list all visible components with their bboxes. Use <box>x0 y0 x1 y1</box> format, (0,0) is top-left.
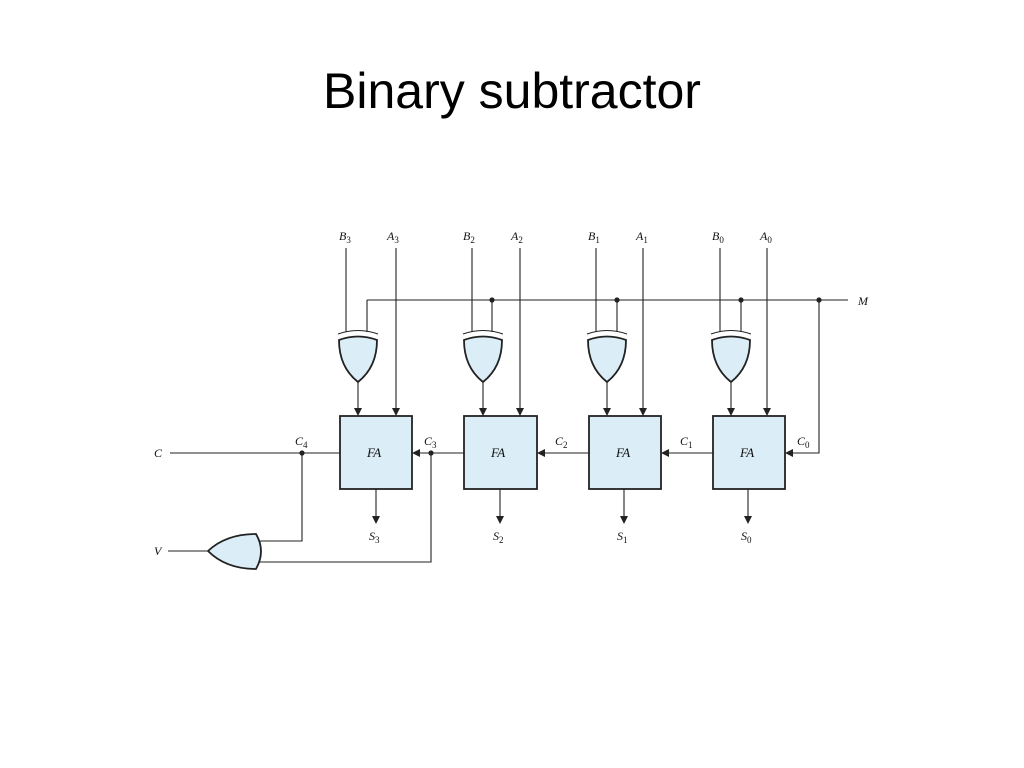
b2-label: B2 <box>463 229 475 245</box>
c0-label: C0 <box>797 434 810 450</box>
fa0-label: FA <box>739 445 754 460</box>
fa1-label: FA <box>615 445 630 460</box>
xor-gate-3 <box>338 335 378 384</box>
arrowhead <box>412 449 420 457</box>
b3-label: B3 <box>339 229 351 245</box>
arrowhead <box>603 408 611 416</box>
a3-label: A3 <box>386 229 399 245</box>
xor-input-curve <box>710 329 752 335</box>
stage-0: B0 A0 FA S0 <box>710 229 786 545</box>
junction-dot <box>614 297 620 303</box>
mode-label: M <box>857 294 869 308</box>
fa2-label: FA <box>490 445 505 460</box>
arrowhead <box>496 516 504 524</box>
overflow-label: V <box>154 544 163 558</box>
arrowhead <box>620 516 628 524</box>
a0-label: A0 <box>759 229 772 245</box>
s2-label: S2 <box>493 529 504 545</box>
b0-label: B0 <box>712 229 724 245</box>
a1-label: A1 <box>635 229 648 245</box>
arrowhead <box>639 408 647 416</box>
b1-label: B1 <box>588 229 600 245</box>
s3-label: S3 <box>369 529 380 545</box>
arrowhead <box>537 449 545 457</box>
fa3-label: FA <box>366 445 381 460</box>
s0-label: S0 <box>741 529 752 545</box>
s1-label: S1 <box>617 529 628 545</box>
c3-to-xor-wire <box>256 453 432 563</box>
overflow-xor-gate <box>206 533 262 570</box>
arrowhead <box>392 408 400 416</box>
arrowhead <box>516 408 524 416</box>
xor-gate-1 <box>587 335 627 384</box>
xor-input-curve <box>337 329 379 335</box>
xor-gate-2 <box>463 335 503 384</box>
arrowhead <box>354 408 362 416</box>
c4-to-xor-wire <box>256 453 303 542</box>
carry-out-label: C <box>154 446 163 460</box>
c3-label: C3 <box>424 434 437 450</box>
junction-dot <box>816 297 822 303</box>
xor-input-curve <box>462 329 504 335</box>
arrowhead <box>661 449 669 457</box>
c2-label: C2 <box>555 434 568 450</box>
arrowhead <box>372 516 380 524</box>
a2-label: A2 <box>510 229 523 245</box>
arrowhead <box>727 408 735 416</box>
full-adder-0 <box>712 415 786 490</box>
mode-to-c0-line <box>788 300 820 454</box>
c4-label: C4 <box>295 434 308 450</box>
arrowhead <box>785 449 793 457</box>
arrowhead <box>479 408 487 416</box>
slide-title: Binary subtractor <box>323 63 701 119</box>
c1-label: C1 <box>680 434 693 450</box>
arrowhead <box>763 408 771 416</box>
stage-1: B1 A1 FA S1 <box>586 229 662 545</box>
xor-gate-0 <box>711 335 751 384</box>
xor-input-curve <box>586 329 628 335</box>
stage-3: B3 A3 FA S3 <box>337 229 413 545</box>
stage-2: B2 A2 FA S2 <box>462 229 538 545</box>
arrowhead <box>744 516 752 524</box>
junction-dot <box>489 297 495 303</box>
junction-dot <box>738 297 744 303</box>
full-adder-1 <box>588 415 662 490</box>
